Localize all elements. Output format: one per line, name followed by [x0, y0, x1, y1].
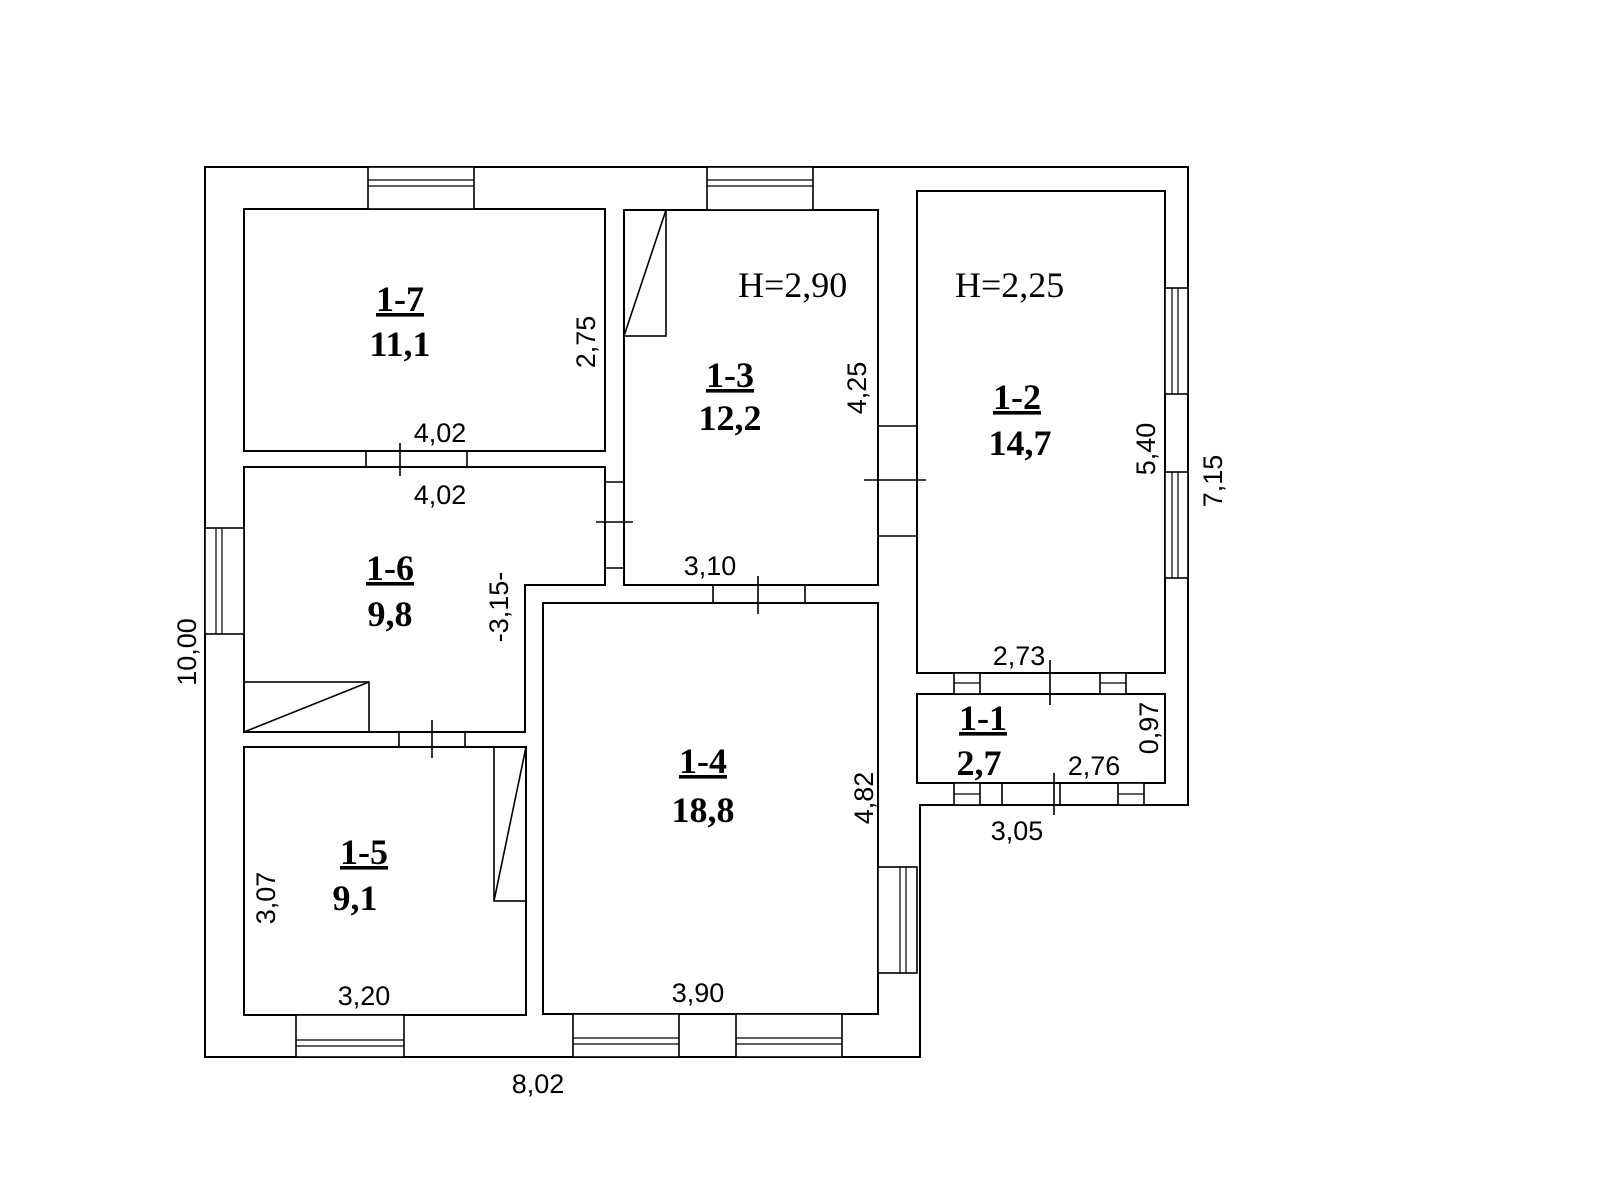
room-area-1-6: 9,8	[368, 594, 413, 634]
dim-total-width: 8,02	[512, 1069, 565, 1099]
dim-right-height: 7,15	[1198, 455, 1228, 508]
room-id-1-3: 1-3	[706, 355, 754, 395]
room-area-1-1: 2,7	[957, 743, 1002, 783]
dim-1-7-width: 4,02	[414, 418, 467, 448]
dim-1-6-height: -3,15-	[484, 572, 514, 643]
window-right-1-2-upper	[1164, 287, 1189, 395]
doorway-1-3-1-4	[712, 576, 806, 614]
doorway-1-3-1-2	[864, 425, 926, 537]
height-label-1-3: H=2,90	[738, 265, 847, 305]
room-1-4	[542, 602, 879, 1015]
room-1-7	[243, 208, 606, 452]
dim-1-5-height: 3,07	[251, 872, 281, 925]
stair-1-5	[493, 746, 527, 902]
stair-1-6	[243, 681, 370, 733]
room-id-1-5: 1-5	[340, 832, 388, 872]
dim-total-height: 10,00	[172, 618, 202, 686]
room-id-1-4: 1-4	[679, 741, 727, 781]
room-area-1-2: 14,7	[989, 423, 1052, 463]
room-area-1-5: 9,1	[333, 878, 378, 918]
dim-1-6-width: 4,02	[414, 480, 467, 510]
room-1-2	[916, 190, 1166, 674]
doorway-1-7-1-6	[365, 443, 468, 476]
window-small-1-1-left	[953, 782, 981, 806]
room-1-1	[916, 693, 1166, 784]
dim-1-3-width: 3,10	[684, 551, 737, 581]
room-1-5	[243, 746, 527, 1016]
dim-1-5-width: 3,20	[338, 981, 391, 1011]
dim-1-7-height: 2,75	[571, 316, 601, 369]
dim-1-2-height: 5,40	[1131, 423, 1161, 476]
window-bottom-1-4-left	[572, 1013, 680, 1058]
room-id-1-1: 1-1	[959, 698, 1007, 738]
window-bottom-1-5	[295, 1014, 405, 1058]
room-area-1-7: 11,1	[369, 324, 430, 364]
height-label-1-2: H=2,25	[955, 265, 1064, 305]
room-area-1-4: 18,8	[672, 790, 735, 830]
room-area-1-3: 12,2	[699, 398, 762, 438]
dim-1-1-outer-width: 3,05	[991, 816, 1044, 846]
stair-1-3	[623, 209, 667, 337]
dim-1-1-height: 0,97	[1134, 702, 1164, 755]
window-right-1-2-lower	[1164, 471, 1189, 579]
doorway-1-1-exterior	[1001, 773, 1061, 815]
window-left-1-6	[204, 527, 245, 635]
dim-1-4-width: 3,90	[672, 978, 725, 1008]
doorway-1-6-1-5	[398, 720, 466, 758]
window-top-1-3	[706, 166, 814, 211]
dim-1-2-width: 2,73	[993, 641, 1046, 671]
window-small-1-2-right	[1099, 672, 1127, 695]
doorway-1-6-1-3	[596, 481, 633, 569]
dim-1-4-height: 4,82	[849, 772, 879, 825]
window-right-1-4	[877, 866, 918, 974]
room-id-1-7: 1-7	[376, 279, 424, 319]
outer-wall	[204, 166, 1189, 1058]
window-small-1-1-right	[1117, 782, 1145, 806]
window-small-1-2-left	[953, 672, 981, 695]
window-bottom-1-4-right	[735, 1013, 843, 1058]
room-id-1-6: 1-6	[366, 548, 414, 588]
dim-1-3-height: 4,25	[842, 362, 872, 415]
window-top-1-7	[367, 166, 475, 210]
room-id-1-2: 1-2	[993, 377, 1041, 417]
dim-1-1-width: 2,76	[1068, 751, 1121, 781]
